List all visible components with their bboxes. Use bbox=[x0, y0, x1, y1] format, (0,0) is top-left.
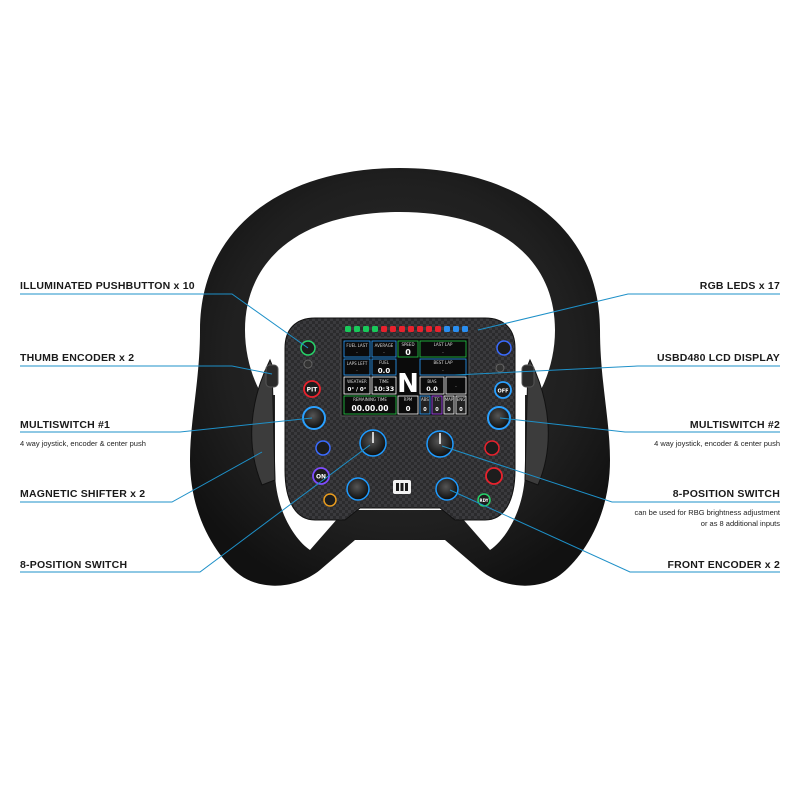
pit-button-label: PIT bbox=[307, 387, 319, 394]
callout-line-front-encoder bbox=[449, 489, 780, 573]
gear-indicator: N bbox=[397, 369, 419, 399]
left-thumb-encoder[interactable] bbox=[265, 364, 279, 388]
value-time: 10:33 bbox=[374, 385, 395, 393]
callout-8pos-right-sub1: can be used for RBG brightness adjustmen… bbox=[634, 508, 781, 517]
rgb-led bbox=[390, 326, 396, 332]
front-encoder-left[interactable] bbox=[346, 477, 370, 501]
off-button-label: OFF bbox=[497, 389, 508, 395]
label-bias: BIAS bbox=[427, 379, 437, 384]
label-eng: ENG bbox=[457, 397, 466, 402]
label-remaining-time: REMAINING TIME bbox=[353, 397, 387, 402]
left-shifter-paddle[interactable] bbox=[251, 358, 276, 486]
off-button[interactable] bbox=[494, 381, 512, 399]
rgb-led bbox=[354, 326, 360, 332]
rgb-led bbox=[417, 326, 423, 332]
value-tc: 0 bbox=[435, 407, 439, 413]
callout-8pos-right-sub2: or as 8 additional inputs bbox=[700, 519, 780, 528]
label-average: AVERAGE bbox=[375, 343, 394, 348]
pushbutton-right-2[interactable] bbox=[495, 363, 505, 373]
label-map: MAP bbox=[445, 397, 454, 402]
pushbutton-right-4[interactable] bbox=[485, 467, 503, 485]
rgb-led-strip bbox=[345, 326, 468, 332]
callout-front-encoder: FRONT ENCODER x 2 bbox=[667, 559, 780, 571]
rgb-led bbox=[399, 326, 405, 332]
label-speed: SPEED bbox=[401, 342, 414, 347]
multiswitch-2[interactable] bbox=[487, 406, 511, 430]
value-laps-left: - bbox=[356, 368, 358, 373]
value-bias: 0.0 bbox=[426, 385, 438, 393]
usbd480-lcd-display: FUEL LAST - AVERAGE - SPEED 0 LAPS LEFT … bbox=[340, 337, 470, 417]
callout-line-8pos-left bbox=[20, 444, 371, 573]
label-fuel-last: FUEL LAST bbox=[346, 343, 368, 348]
callout-multiswitch-1: MULTISWITCH #1 bbox=[20, 419, 111, 431]
on-button-label: ON bbox=[316, 474, 326, 481]
multiswitch-1[interactable] bbox=[302, 406, 326, 430]
callout-line-lcd bbox=[454, 365, 780, 376]
rdy-button-label: RDY bbox=[479, 498, 488, 503]
value-average: - bbox=[383, 350, 385, 355]
pushbutton-right-1[interactable] bbox=[496, 340, 512, 356]
callout-multiswitch-1-sub: 4 way joystick, encoder & center push bbox=[20, 439, 146, 448]
rgb-led bbox=[462, 326, 468, 332]
callout-magnetic-shifter: MAGNETIC SHIFTER x 2 bbox=[20, 488, 146, 500]
logo-mark-3 bbox=[405, 483, 408, 491]
callout-multiswitch-2: MULTISWITCH #2 bbox=[689, 419, 780, 431]
callout-rgb-leds: RGB LEDS x 17 bbox=[699, 280, 780, 292]
pit-button[interactable] bbox=[303, 380, 321, 398]
callout-multiswitch-2-sub: 4 way joystick, encoder & center push bbox=[654, 439, 780, 448]
rgb-led bbox=[444, 326, 450, 332]
rgb-led bbox=[363, 326, 369, 332]
label-time: TIME bbox=[378, 379, 389, 384]
rgb-led bbox=[372, 326, 378, 332]
callout-line-multiswitch-1 bbox=[20, 417, 313, 433]
label-weather: WEATHER bbox=[347, 379, 367, 384]
value-eng: 0 bbox=[459, 407, 463, 413]
value-fuel: 0.0 bbox=[378, 367, 391, 375]
logo-mark-1 bbox=[396, 483, 399, 491]
label-last-lap: LAST LAP bbox=[434, 342, 453, 347]
front-encoder-right[interactable] bbox=[435, 477, 459, 501]
label-fuel: FUEL bbox=[379, 360, 390, 365]
value-speed: 0 bbox=[405, 348, 411, 357]
rgb-led bbox=[453, 326, 459, 332]
value-remaining-time: 00.00.00 bbox=[351, 404, 388, 413]
rgb-led bbox=[435, 326, 441, 332]
rgb-led bbox=[381, 326, 387, 332]
callout-line-8pos-right bbox=[441, 445, 780, 503]
callout-thumb-encoder: THUMB ENCODER x 2 bbox=[20, 352, 135, 364]
pushbutton-left-4[interactable] bbox=[323, 493, 337, 507]
value-abs: 0 bbox=[423, 407, 427, 413]
value-last-lap: - bbox=[442, 350, 444, 355]
callout-lcd-display: USBD480 LCD DISPLAY bbox=[656, 352, 780, 364]
value-fuel-last: - bbox=[356, 350, 358, 355]
rgb-led bbox=[408, 326, 414, 332]
pushbutton-right-3[interactable] bbox=[484, 440, 500, 456]
value-best-lap: - bbox=[442, 368, 444, 373]
rgb-led bbox=[426, 326, 432, 332]
value-bias-dash: - bbox=[455, 384, 457, 389]
value-map: 0 bbox=[447, 407, 451, 413]
callout-line-thumb-encoder bbox=[20, 365, 273, 375]
callout-8pos-right: 8-POSITION SWITCH bbox=[672, 488, 780, 500]
pushbutton-left-2[interactable] bbox=[303, 359, 313, 369]
pushbutton-left-3[interactable] bbox=[315, 440, 331, 456]
label-laps-left: LAPS LEFT bbox=[347, 361, 368, 366]
label-rpm: RPM bbox=[404, 397, 413, 402]
callout-8pos-left: 8-POSITION SWITCH bbox=[20, 559, 128, 571]
callout-line-multiswitch-2 bbox=[499, 417, 780, 433]
label-abs: ABS bbox=[421, 397, 429, 402]
label-tc: TC bbox=[433, 397, 439, 402]
label-best-lap: BEST LAP bbox=[434, 360, 454, 365]
callout-line-rgb-leds bbox=[477, 293, 780, 331]
value-weather: 0° / 0° bbox=[348, 387, 367, 393]
callout-line-illuminated-pushbutton bbox=[20, 293, 309, 349]
callout-illuminated-pushbutton: ILLUMINATED PUSHBUTTON x 10 bbox=[20, 280, 195, 292]
callout-line-magnetic-shifter bbox=[20, 451, 263, 503]
value-rpm: 0 bbox=[406, 405, 411, 413]
logo-mark-2 bbox=[400, 483, 404, 491]
rgb-led bbox=[345, 326, 351, 332]
right-thumb-encoder[interactable] bbox=[521, 364, 535, 388]
